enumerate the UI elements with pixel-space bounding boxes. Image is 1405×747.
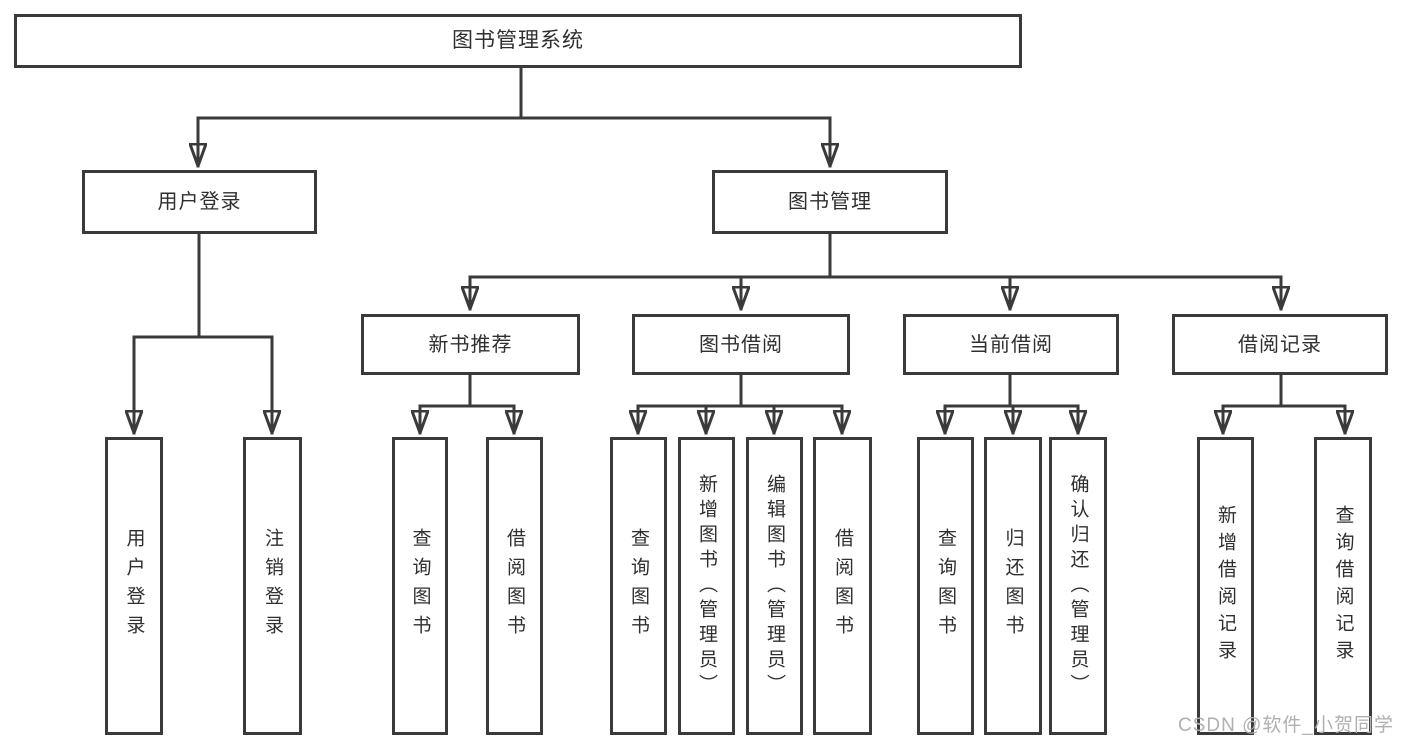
node-borrowing-records: 借阅记录 <box>1172 314 1388 375</box>
leaf-query-books-borrow: 查询图书 <box>610 437 667 735</box>
leaf-return-books: 归还图书 <box>984 437 1042 735</box>
node-book-management: 图书管理 <box>712 170 948 234</box>
leaf-borrow-books: 借阅图书 <box>813 437 872 735</box>
leaf-logout: 注销登录 <box>243 437 302 735</box>
node-user-login: 用户登录 <box>82 170 317 234</box>
node-book-borrowing: 图书借阅 <box>632 314 850 375</box>
leaf-borrow-books-recommend: 借阅图书 <box>486 437 543 735</box>
node-new-book-recommendation: 新书推荐 <box>361 314 580 375</box>
leaf-user-login: 用户登录 <box>105 437 163 735</box>
leaf-confirm-return-admin: 确认归还（管理员） <box>1049 437 1107 735</box>
leaf-edit-books-admin: 编辑图书（管理员） <box>746 437 803 735</box>
leaf-add-books-admin: 新增图书（管理员） <box>678 437 735 735</box>
node-current-borrowing: 当前借阅 <box>903 314 1119 375</box>
leaf-query-borrow-record: 查询借阅记录 <box>1314 437 1372 735</box>
node-library-management-system: 图书管理系统 <box>14 14 1022 68</box>
leaf-query-books-recommend: 查询图书 <box>392 437 448 735</box>
leaf-query-books-current: 查询图书 <box>917 437 974 735</box>
leaf-add-borrow-record: 新增借阅记录 <box>1197 437 1254 735</box>
csdn-watermark: CSDN @软件_小贺同学 <box>1178 715 1394 736</box>
